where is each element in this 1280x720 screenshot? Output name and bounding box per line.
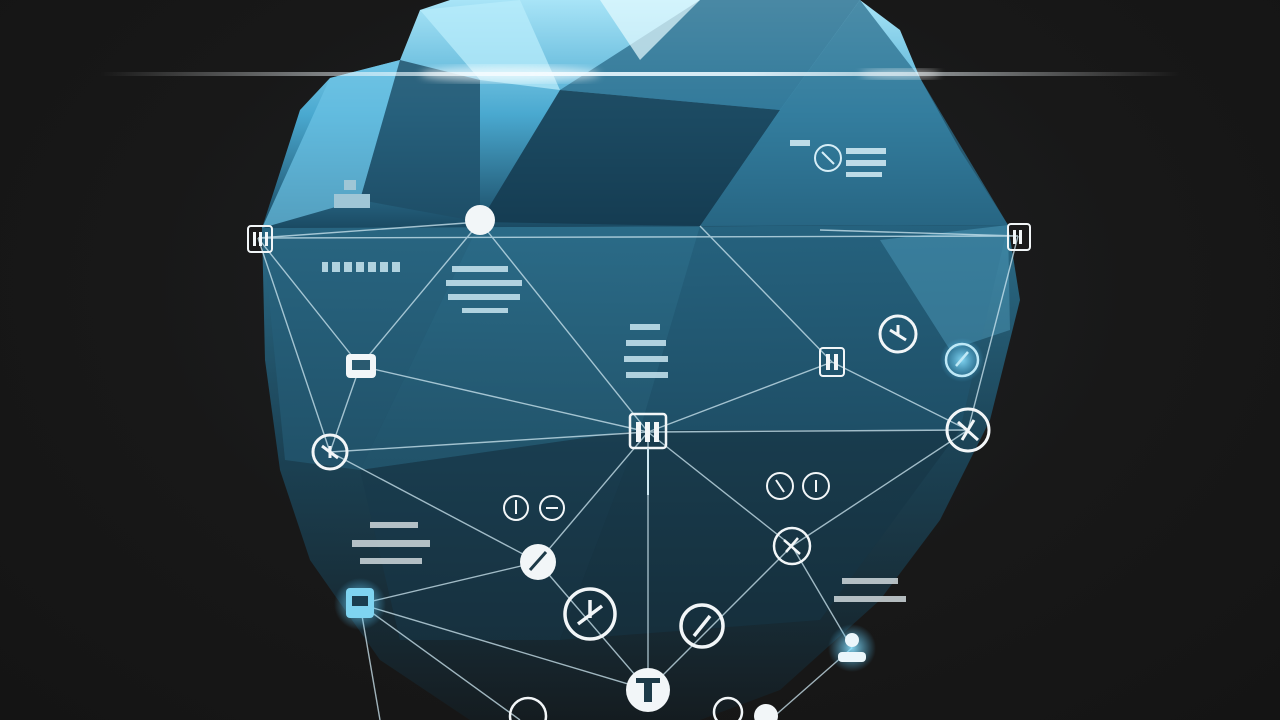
facet [262,222,480,470]
facet [880,225,1010,350]
water-line [100,72,1180,76]
gauge-icon [878,314,918,354]
text-cluster-icon [834,578,906,602]
text-cluster-icon [446,266,522,313]
facet [640,225,1008,430]
device-icon [520,544,556,580]
gauge-icon [311,433,349,471]
central-hub-icon [628,412,668,495]
person-icon [334,180,370,208]
node-glow [828,624,876,672]
gauge-icon [945,407,991,453]
gauge-icon [503,495,565,521]
server-icon [1007,223,1031,251]
water-line-glow [860,69,940,79]
facet [262,60,400,228]
facet [560,430,960,640]
facet [700,0,1008,226]
gauge-icon [508,696,744,720]
network-node [754,704,778,720]
gauge-icon [679,603,725,649]
gauge-icon [766,472,830,500]
network-node [465,205,495,235]
device-icon [626,668,670,712]
gauge-icon [944,342,980,378]
gauge-icon [563,587,617,641]
facet [360,222,700,470]
water-line-glow [420,66,600,82]
text-cluster-icon [790,140,886,177]
person-icon [838,633,866,662]
device-icon [346,354,376,378]
text-cluster-icon [352,522,430,564]
facet [560,0,860,110]
facet [360,60,480,222]
gauge-icon [814,144,842,172]
text-cluster-icon [624,324,668,378]
gauge-icon [772,526,812,566]
server-icon [247,225,273,253]
facet [480,90,780,226]
network-lines [257,221,1019,720]
facet [600,0,700,60]
device-icon [819,347,845,377]
text-cluster-icon [322,262,400,272]
device-icon [346,588,374,618]
